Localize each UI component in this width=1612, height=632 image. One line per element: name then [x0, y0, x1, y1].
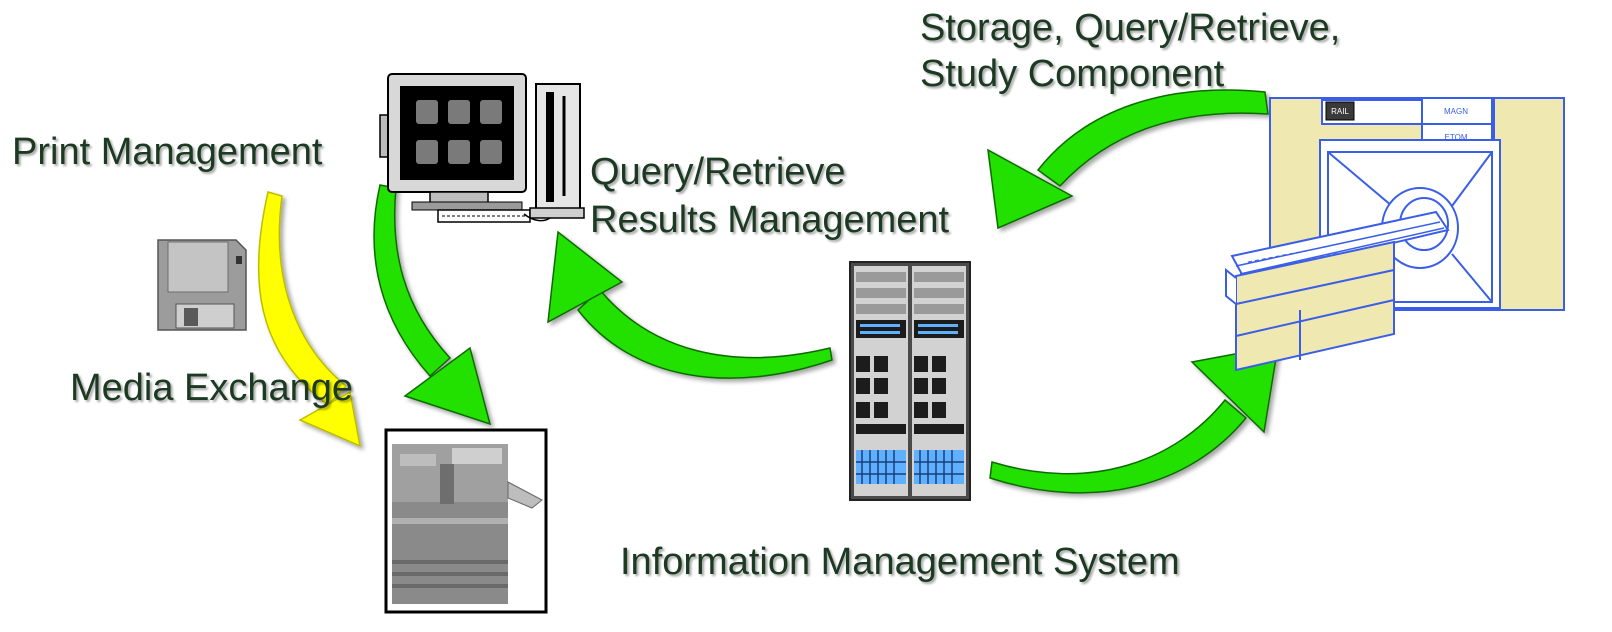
query-retrieve-label-line2: Results Management — [590, 199, 950, 241]
information-management-system-label: Information Management System — [620, 541, 1180, 583]
query-retrieve-label-line1: Query/Retrieve — [590, 151, 846, 193]
storage-label-line1: Storage, Query/Retrieve, — [920, 7, 1341, 49]
green-arrow-workstation-to-printer — [373, 184, 492, 426]
mri-panel-bottom-label: ETOM — [1445, 133, 1468, 142]
workstation-icon — [379, 73, 585, 223]
green-arrow-server-to-mri — [989, 345, 1279, 494]
print-management-label: Print Management — [12, 131, 323, 173]
floppy-disk-icon — [157, 239, 247, 331]
media-exchange-label: Media Exchange — [70, 367, 354, 409]
green-arrow-mri-to-server — [987, 89, 1269, 230]
printer-icon — [384, 428, 548, 614]
storage-label-line2: Study Component — [920, 53, 1225, 95]
yellow-arrow-print-to-printer — [257, 191, 361, 448]
mri-scanner-icon — [1225, 97, 1565, 372]
green-arrow-server-to-workstation — [547, 230, 833, 379]
mri-logo: RAIL — [1331, 107, 1349, 116]
mri-panel-top-label: MAGN — [1444, 107, 1468, 116]
server-rack-icon — [849, 261, 971, 501]
